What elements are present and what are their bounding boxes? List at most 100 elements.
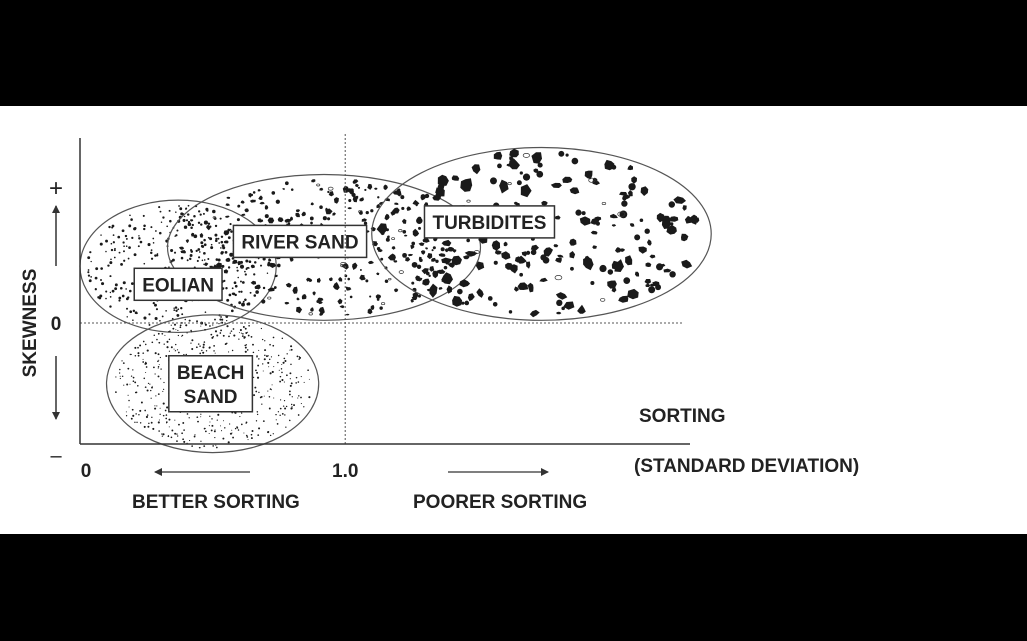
grain (144, 409, 147, 412)
grain (145, 371, 147, 373)
grain (681, 233, 689, 242)
grain (308, 378, 310, 380)
grain (156, 254, 159, 257)
grain (257, 434, 260, 436)
grain (173, 348, 175, 350)
grain (168, 418, 171, 421)
grain (182, 218, 186, 222)
grain (517, 255, 527, 264)
grain (175, 234, 178, 237)
grain (134, 381, 137, 384)
grain (244, 350, 247, 353)
grain (203, 238, 206, 242)
grain (159, 356, 161, 359)
grain (264, 354, 266, 357)
grain (135, 413, 137, 415)
grain (262, 257, 266, 261)
grain (275, 413, 277, 416)
grain (584, 170, 593, 180)
grain (359, 211, 363, 215)
grain (191, 339, 194, 342)
grain (236, 266, 238, 269)
grain (277, 217, 284, 223)
grain (219, 425, 221, 427)
grain (161, 315, 164, 318)
grain (188, 417, 190, 419)
grain (200, 416, 202, 418)
grain (204, 323, 207, 326)
grain (607, 280, 617, 289)
grain (234, 427, 237, 430)
grain (284, 218, 291, 223)
grain (158, 206, 161, 209)
grain (100, 234, 102, 236)
grain (590, 230, 598, 235)
grain (207, 222, 211, 225)
grain (147, 243, 151, 247)
grain (150, 226, 153, 229)
grain (417, 294, 421, 298)
grain (113, 256, 116, 259)
grain (252, 191, 256, 194)
grain (95, 267, 99, 271)
x-tick-label: 1.0 (332, 461, 358, 482)
grain (200, 241, 204, 245)
grain (127, 257, 130, 260)
y-tick-label: + (49, 175, 63, 202)
grain (661, 218, 671, 229)
grain (245, 434, 248, 437)
grain (211, 418, 213, 420)
grain (172, 258, 175, 262)
grain (514, 286, 519, 292)
grain (342, 185, 349, 193)
grain (376, 204, 381, 209)
grain (237, 276, 239, 279)
grain (464, 300, 470, 306)
grain (519, 171, 523, 175)
grain (220, 316, 222, 318)
grain (300, 376, 302, 378)
grain (129, 310, 133, 314)
grain (301, 211, 306, 217)
grain (244, 273, 247, 276)
grain (627, 164, 633, 171)
grain (207, 258, 210, 261)
grain (252, 376, 255, 379)
grain (352, 262, 358, 270)
grain (647, 239, 652, 246)
grain (269, 262, 277, 268)
grain (125, 307, 129, 310)
grain (121, 375, 124, 378)
grain (225, 203, 231, 206)
grain (128, 246, 131, 249)
grain (217, 258, 221, 262)
grain (340, 264, 345, 268)
grain (177, 329, 179, 332)
grain (214, 239, 218, 243)
grain (452, 295, 463, 307)
grain (238, 290, 241, 293)
grain (208, 432, 210, 435)
grain (219, 318, 222, 321)
y-tick-label: 0 (51, 314, 62, 335)
grain (380, 257, 384, 261)
grain (215, 237, 218, 241)
grain (170, 249, 174, 253)
grain (411, 281, 415, 285)
grain (185, 353, 188, 356)
grain (260, 327, 263, 330)
grain (210, 246, 214, 250)
grain (297, 397, 299, 399)
grain (251, 430, 254, 433)
grain (303, 381, 305, 384)
grain (100, 279, 102, 281)
grain (320, 297, 324, 301)
grain (158, 419, 160, 421)
grain (240, 332, 242, 334)
grain (142, 214, 145, 217)
grain (223, 269, 229, 274)
grain (307, 369, 309, 372)
grain (261, 338, 264, 341)
grain (627, 288, 639, 300)
